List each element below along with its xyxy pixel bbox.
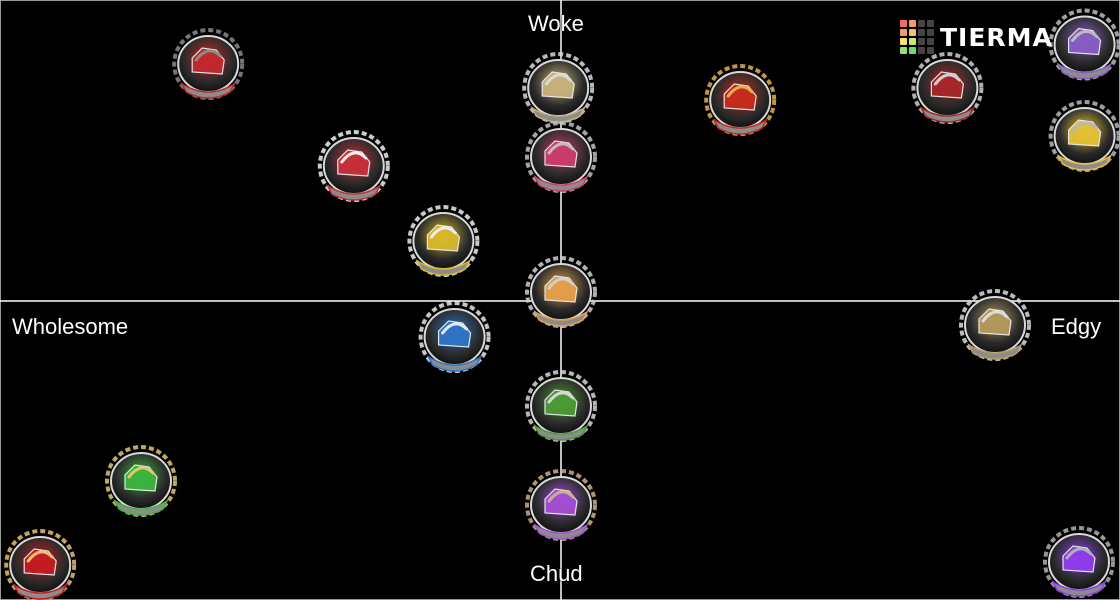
liberty-flag-emblem-icon[interactable] xyxy=(1048,100,1120,172)
axis-label-top: Woke xyxy=(528,11,584,36)
tiermaker-logo-grid-icon xyxy=(900,20,934,54)
tiermaker-watermark: TIERMA xyxy=(900,20,1053,54)
axis-label-bottom: Chud xyxy=(530,561,583,586)
emblem-points-layer xyxy=(4,8,1120,600)
microphone-fist-emblem-icon[interactable] xyxy=(525,256,597,328)
purple-statue-emblem-icon[interactable] xyxy=(1048,8,1120,81)
hammer-sickle-star-emblem-icon[interactable] xyxy=(704,64,777,136)
dove-rose-emblem-icon[interactable] xyxy=(317,130,390,202)
axis-label-left: Wholesome xyxy=(12,314,129,339)
flag-gear-emblem-icon[interactable] xyxy=(522,52,595,124)
tophat-scales-emblem-icon[interactable] xyxy=(525,370,597,442)
dove-temple-blue-emblem-icon[interactable] xyxy=(418,301,491,373)
hammer-sickle-ring-emblem-icon[interactable] xyxy=(911,52,984,124)
red-rose-emblem-icon[interactable] xyxy=(4,529,77,600)
bull-horn-emblem-icon[interactable] xyxy=(959,289,1031,361)
clover-wreath-emblem-icon[interactable] xyxy=(105,445,177,517)
purple-portal-emblem-icon[interactable] xyxy=(1043,526,1115,598)
raised-fist-pink-emblem-icon[interactable] xyxy=(525,121,597,193)
purple-star-horns-emblem-icon[interactable] xyxy=(525,469,597,541)
red-factory-emblem-icon[interactable] xyxy=(172,28,245,100)
axis-label-right: Edgy xyxy=(1051,314,1102,339)
liberty-dove-gold-emblem-icon[interactable] xyxy=(407,205,480,277)
tiermaker-wordmark: TIERMA xyxy=(940,22,1053,52)
